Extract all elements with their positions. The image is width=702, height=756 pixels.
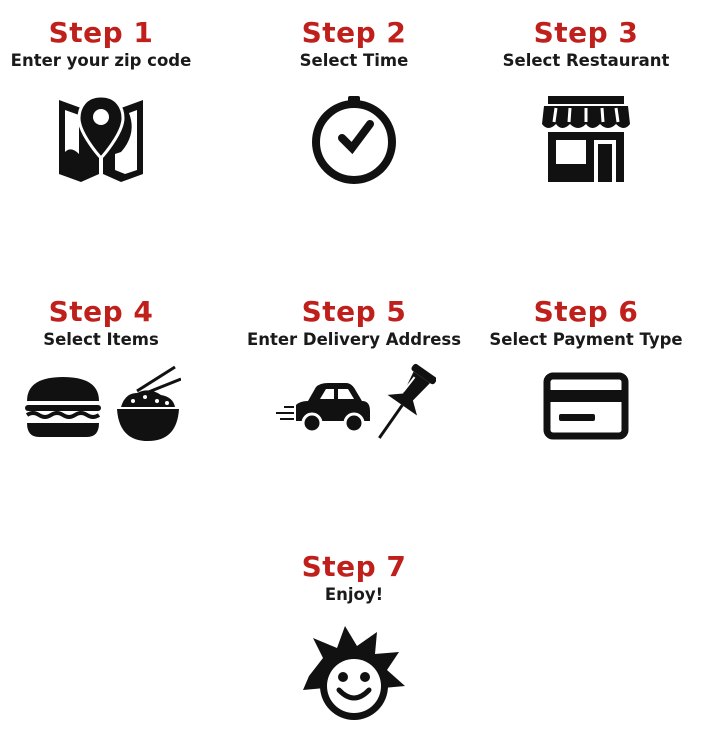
step-description: Enter your zip code bbox=[10, 51, 192, 70]
step-title: Step 3 bbox=[533, 16, 639, 49]
storefront-icon bbox=[471, 94, 701, 184]
car-and-pushpin-icon bbox=[239, 361, 469, 445]
step-1: Step 1 Enter your zip code bbox=[0, 16, 216, 182]
step-description: Select Restaurant bbox=[502, 51, 670, 70]
step-4: Step 4 Select Items bbox=[0, 295, 216, 441]
step-title: Step 7 bbox=[301, 550, 407, 583]
step-title: Step 5 bbox=[301, 295, 407, 328]
happy-face-icon bbox=[239, 624, 469, 724]
burger-and-noodle-bowl-icon bbox=[0, 361, 216, 445]
step-title: Step 1 bbox=[48, 16, 154, 49]
step-description: Select Items bbox=[43, 330, 159, 349]
step-description: Enjoy! bbox=[324, 585, 384, 604]
step-description: Select Payment Type bbox=[489, 330, 683, 349]
step-title: Step 2 bbox=[301, 16, 407, 49]
step-title: Step 4 bbox=[48, 295, 154, 328]
step-description: Select Time bbox=[299, 51, 409, 70]
step-5: Step 5 Enter Delivery Address bbox=[239, 295, 469, 439]
credit-card-icon bbox=[471, 371, 701, 441]
clock-icon bbox=[239, 94, 469, 184]
step-description: Enter Delivery Address bbox=[246, 330, 462, 349]
step-2: Step 2 Select Time bbox=[239, 16, 469, 184]
step-7: Step 7 Enjoy! bbox=[239, 550, 469, 720]
map-pin-icon bbox=[0, 94, 216, 184]
step-title: Step 6 bbox=[533, 295, 639, 328]
step-6: Step 6 Select Payment Type bbox=[471, 295, 701, 440]
step-3: Step 3 Select Restaurant bbox=[471, 16, 701, 182]
